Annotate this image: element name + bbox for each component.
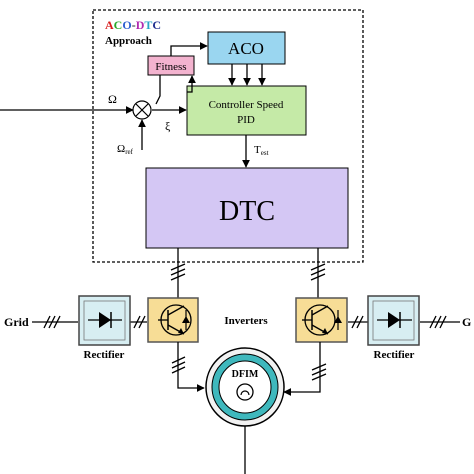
aco-label: ACO [228,39,264,58]
aco-to-pid-arrows [0,42,266,168]
approach-title-letter: D [136,18,145,32]
rectifier-left-label: Rectifier [84,349,125,361]
torque-estimate-label: Test [254,144,269,157]
approach-title-letter: C [114,18,123,32]
approach-boundary [92,9,364,263]
inverters-label: Inverters [224,315,268,327]
inverters-to-dfim-links [171,342,327,474]
approach-subtitle: Approach [105,35,152,47]
dtc-label: DTC [219,196,275,227]
pid-block [186,85,307,136]
pid-label-line2: PID [237,114,255,126]
approach-title-letter: A [105,18,114,32]
aco-block [207,31,286,65]
right-rectifier [367,295,420,346]
xi-label: ξ [165,119,171,133]
dfim-label: DFIM [232,369,259,380]
approach-title-letter: O [122,18,131,32]
left-rectifier [78,295,131,346]
rectifier-right-label: Rectifier [374,349,415,361]
right-power-path [348,315,460,329]
left-power-path [32,315,147,329]
approach-title-letter: - [132,18,136,32]
approach-title: ACO-DTC [105,18,161,32]
right-inverter [295,297,348,343]
summation-junction [132,100,152,120]
dtc-to-inverters-links [170,248,326,298]
pid-label-line1: Controller Speed [209,99,284,111]
fitness-label: Fitness [155,61,186,73]
left-inverter [147,297,199,343]
approach-title-letter: C [152,18,161,32]
approach-title-letter: T [144,18,152,32]
grid-left-label: Grid [4,315,29,329]
omega-label: Ω [108,92,117,106]
grid-right-label: G [462,315,471,329]
dtc-block [145,167,349,249]
omega-ref-label: Ωref [117,143,134,156]
dfim-machine [205,347,285,427]
